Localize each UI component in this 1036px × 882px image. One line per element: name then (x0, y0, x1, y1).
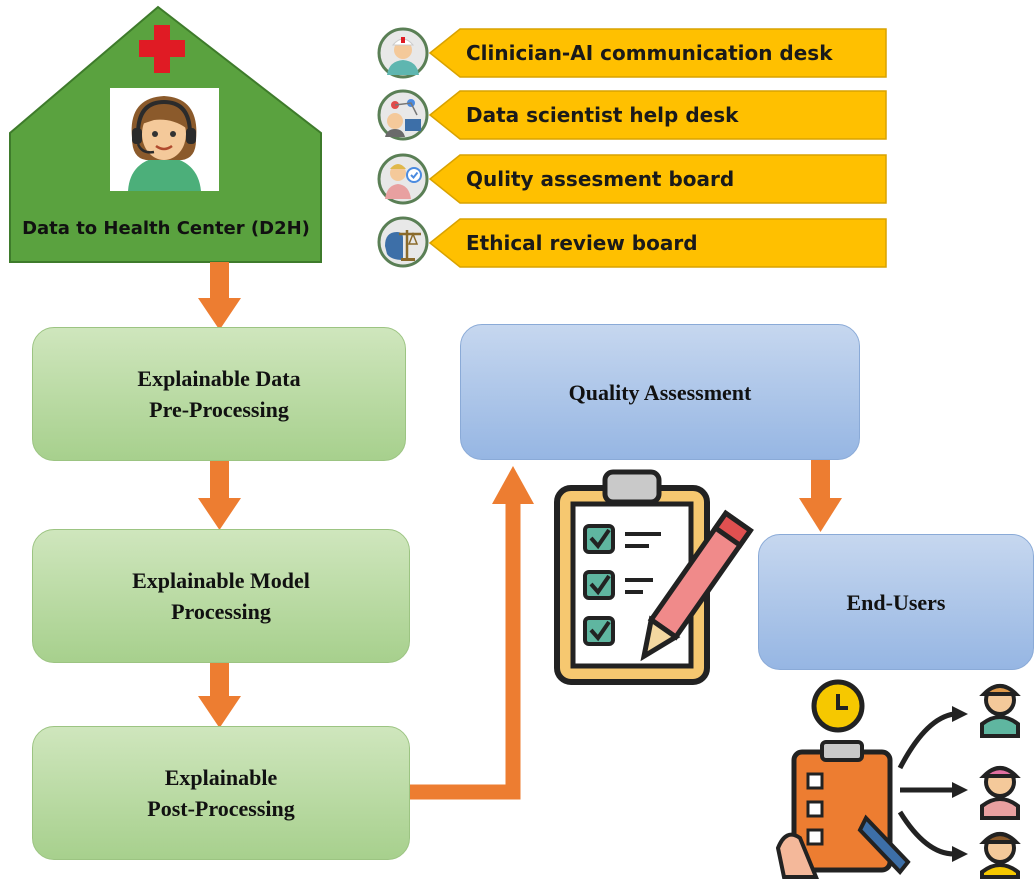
data-scientist-avatar-icon (377, 89, 429, 141)
arrow-quality-to-endusers (799, 460, 842, 532)
arrow-preprocessing-to-model (198, 460, 241, 530)
tag-shape (428, 90, 887, 140)
arrow-postprocessing-to-quality (410, 466, 534, 800)
step-post-processing: Explainable Post-Processing (32, 726, 410, 860)
tag-shape (428, 218, 887, 268)
nurse-avatar-icon (377, 27, 429, 79)
desk-label: Qulity assesment board (466, 167, 735, 191)
desk-tag-clinician-ai: Clinician-AI communication desk (428, 28, 888, 78)
arrow-hub-to-preprocessing (198, 262, 241, 330)
call-center-agent-icon (110, 88, 219, 191)
step-end-users: End-Users (758, 534, 1034, 670)
hub-label: Data to Health Center (D2H) (22, 218, 310, 239)
step-quality-assessment: Quality Assessment (460, 324, 860, 460)
desk-label: Clinician-AI communication desk (466, 41, 833, 65)
step-data-preprocessing: Explainable Data Pre-Processing (32, 327, 406, 461)
tag-shape (428, 154, 887, 204)
desk-label: Data scientist help desk (466, 103, 739, 127)
user-distribution-icon (775, 678, 1034, 879)
red-cross-icon (139, 25, 185, 73)
quality-reviewer-avatar-icon (377, 153, 429, 205)
tag-shape (428, 28, 887, 78)
clipboard-checklist-pencil-icon (553, 468, 754, 686)
desk-tag-ethical-board: Ethical review board (428, 218, 888, 268)
ethics-scale-brain-icon (377, 216, 429, 268)
arrow-model-to-postprocessing (198, 662, 241, 728)
desk-tag-quality-board: Qulity assesment board (428, 154, 888, 204)
d2h-hub: Data to Health Center (D2H) (8, 5, 324, 264)
step-model-processing: Explainable Model Processing (32, 529, 410, 663)
desk-label: Ethical review board (466, 231, 698, 255)
desk-tag-data-scientist: Data scientist help desk (428, 90, 888, 140)
